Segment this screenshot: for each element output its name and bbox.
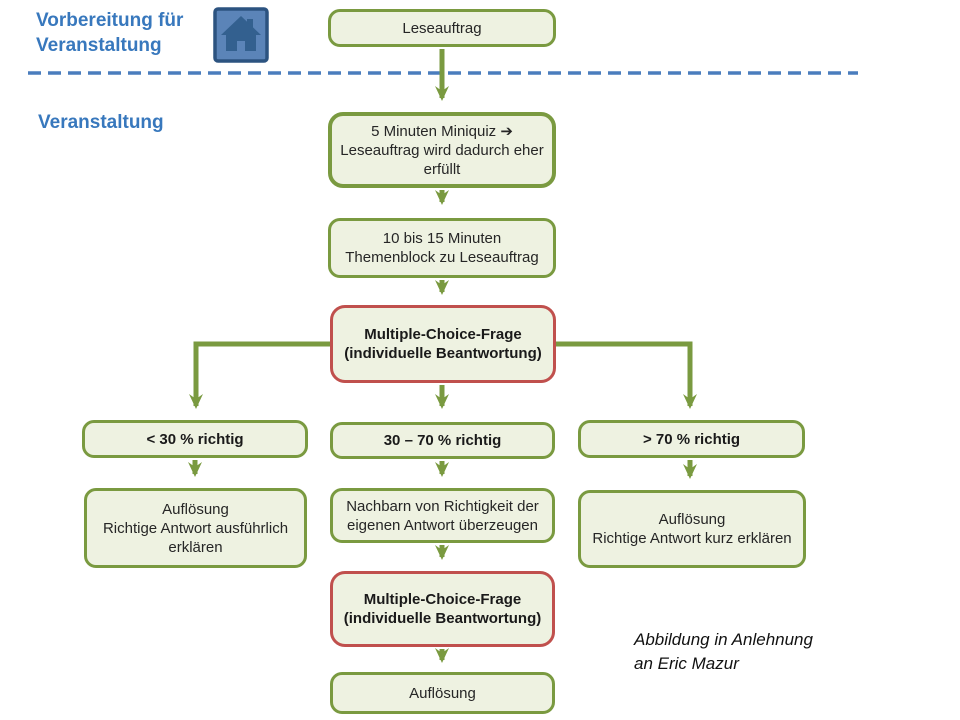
connector-arrow bbox=[189, 341, 330, 409]
node-branch-high: > 70 % richtig bbox=[578, 420, 805, 458]
node-miniquiz: 5 Minuten Miniquiz ➔ Leseauftrag wird da… bbox=[328, 112, 556, 188]
node-aufloesung: Auflösung bbox=[330, 672, 555, 714]
node-result-high: Auflösung Richtige Antwort kurz erklären bbox=[578, 490, 806, 568]
home-button[interactable] bbox=[213, 7, 269, 63]
event-section-label: Veranstaltung bbox=[38, 112, 164, 133]
node-leseauftrag: Leseauftrag bbox=[328, 9, 556, 47]
node-result-low: Auflösung Richtige Antwort ausführlich e… bbox=[84, 488, 307, 568]
attribution-note: Abbildung in Anlehnung an Eric Mazur bbox=[634, 630, 813, 673]
node-branch-mid: 30 – 70 % richtig bbox=[330, 422, 555, 459]
node-branch-low: < 30 % richtig bbox=[82, 420, 308, 458]
node-discuss: Nachbarn von Richtigkeit der eigenen Ant… bbox=[330, 488, 555, 543]
connector-arrow bbox=[556, 341, 697, 409]
node-themenblock: 10 bis 15 Minuten Themenblock zu Leseauf… bbox=[328, 218, 556, 278]
node-mc-frage-2: Multiple-Choice-Frage (individuelle Bean… bbox=[330, 571, 555, 647]
node-mc-frage-1: Multiple-Choice-Frage (individuelle Bean… bbox=[330, 305, 556, 383]
home-icon bbox=[213, 7, 269, 63]
prep-section-label: Vorbereitung für Veranstaltung bbox=[36, 10, 184, 56]
